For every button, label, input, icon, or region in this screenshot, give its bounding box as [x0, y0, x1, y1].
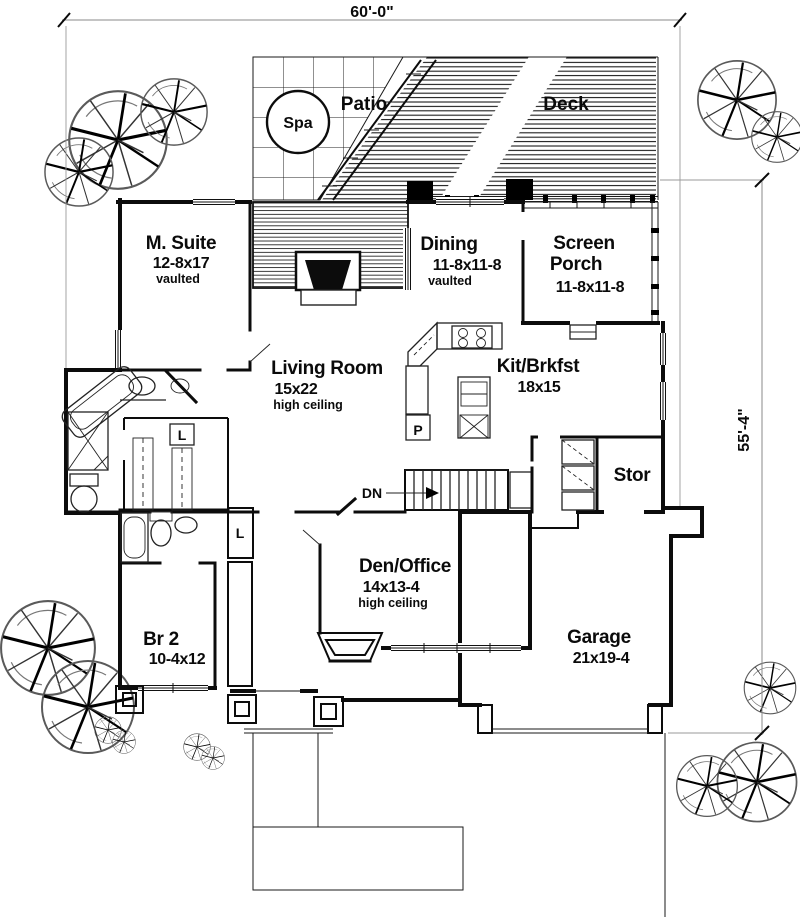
- window-msuite-top: [193, 197, 235, 207]
- window-br2-south: [138, 683, 208, 693]
- deck-post-left: [407, 181, 433, 202]
- porch-column-3: [313, 696, 344, 727]
- label-kitchen-size: 18x15: [518, 379, 561, 396]
- window-kitchen-east-2: [658, 382, 668, 420]
- label-m-suite-note: vaulted: [156, 272, 200, 286]
- master-sink: [128, 376, 156, 396]
- label-screen-porch-line2: Porch: [550, 254, 602, 275]
- stove: [451, 325, 493, 349]
- label-spa: Spa: [283, 115, 312, 132]
- porch-column-1: [115, 685, 144, 714]
- br2-closet: [227, 561, 253, 687]
- pantry: [405, 414, 431, 441]
- stairs-arrow: [426, 487, 439, 499]
- label-den-note: high ceiling: [358, 596, 427, 610]
- window-kitchen-east-1: [658, 333, 668, 365]
- den-bay: [316, 632, 384, 663]
- master-closet: L: [132, 423, 195, 511]
- label-br2-name: Br 2: [143, 629, 179, 650]
- dim-width-label: 60'-0": [350, 4, 393, 21]
- screen-porch-walls: [518, 200, 660, 340]
- label-living-name: Living Room: [271, 358, 383, 379]
- entry-porch: [115, 685, 344, 734]
- corner-counter: [407, 321, 438, 367]
- windows: [113, 197, 668, 696]
- label-screen-porch-line1: Screen: [553, 233, 615, 254]
- label-dining-name: Dining: [420, 234, 477, 255]
- kitchen-fixtures: P: [405, 321, 503, 441]
- kitchen-island: [457, 376, 491, 439]
- window-msuite-left: [113, 330, 123, 368]
- linen-hall-label: L: [236, 525, 245, 541]
- dimension-top: 60'-0": [57, 4, 687, 508]
- label-stor-name: Stor: [614, 465, 652, 486]
- room-labels: Spa Patio Deck M. Suite 12-8x17 vaulted …: [143, 94, 651, 668]
- laundry-appliances: [561, 439, 595, 511]
- window-dining-left: [403, 228, 413, 290]
- label-living-size: 15x22: [275, 381, 318, 398]
- porch-column-2: [227, 694, 257, 724]
- master-toilet: [69, 473, 99, 513]
- label-garage-name: Garage: [567, 627, 631, 648]
- label-dining-note: vaulted: [428, 274, 472, 288]
- label-patio: Patio: [341, 94, 387, 115]
- label-kitchen-name: Kit/Brkfst: [497, 356, 580, 377]
- master-tub: [61, 366, 143, 438]
- label-screen-porch-size: 11-8x11-8: [556, 279, 625, 296]
- stairs: DN: [362, 466, 534, 514]
- label-living-note: high ceiling: [273, 398, 342, 412]
- hall-closets: L: [227, 507, 254, 687]
- dimension-right: 55'-4": [660, 172, 770, 741]
- label-den-size: 14x13-4: [363, 579, 420, 596]
- window-den-south: [391, 643, 521, 653]
- front-walkway: [252, 732, 464, 891]
- label-br2-size: 10-4x12: [149, 651, 206, 668]
- garage-door: [492, 728, 648, 734]
- stairs-dn-label: DN: [362, 485, 382, 501]
- label-garage-size: 21x19-4: [573, 650, 630, 667]
- label-dining-size: 11-8x11-8: [433, 257, 502, 274]
- master-bath-fixtures: [61, 366, 199, 513]
- fireplace: [252, 201, 409, 306]
- master-shower: [67, 411, 109, 471]
- linen-master-label: L: [178, 427, 187, 443]
- deck-post-right: [506, 179, 533, 200]
- dim-height-label: 55'-4": [736, 408, 753, 451]
- patio-deck-ramp: [317, 59, 437, 201]
- window-dining-top: [436, 197, 504, 207]
- deck-walk-band: [438, 55, 568, 202]
- label-m-suite-name: M. Suite: [146, 233, 216, 254]
- hall-bath-fixtures: [120, 511, 198, 563]
- door-entry: [256, 686, 300, 696]
- label-m-suite-size: 12-8x17: [153, 255, 210, 272]
- pantry-label: P: [413, 422, 422, 438]
- label-den-name: Den/Office: [359, 556, 451, 577]
- label-deck: Deck: [543, 94, 589, 115]
- spa-tub: [265, 89, 331, 155]
- porch-steps: [569, 324, 597, 340]
